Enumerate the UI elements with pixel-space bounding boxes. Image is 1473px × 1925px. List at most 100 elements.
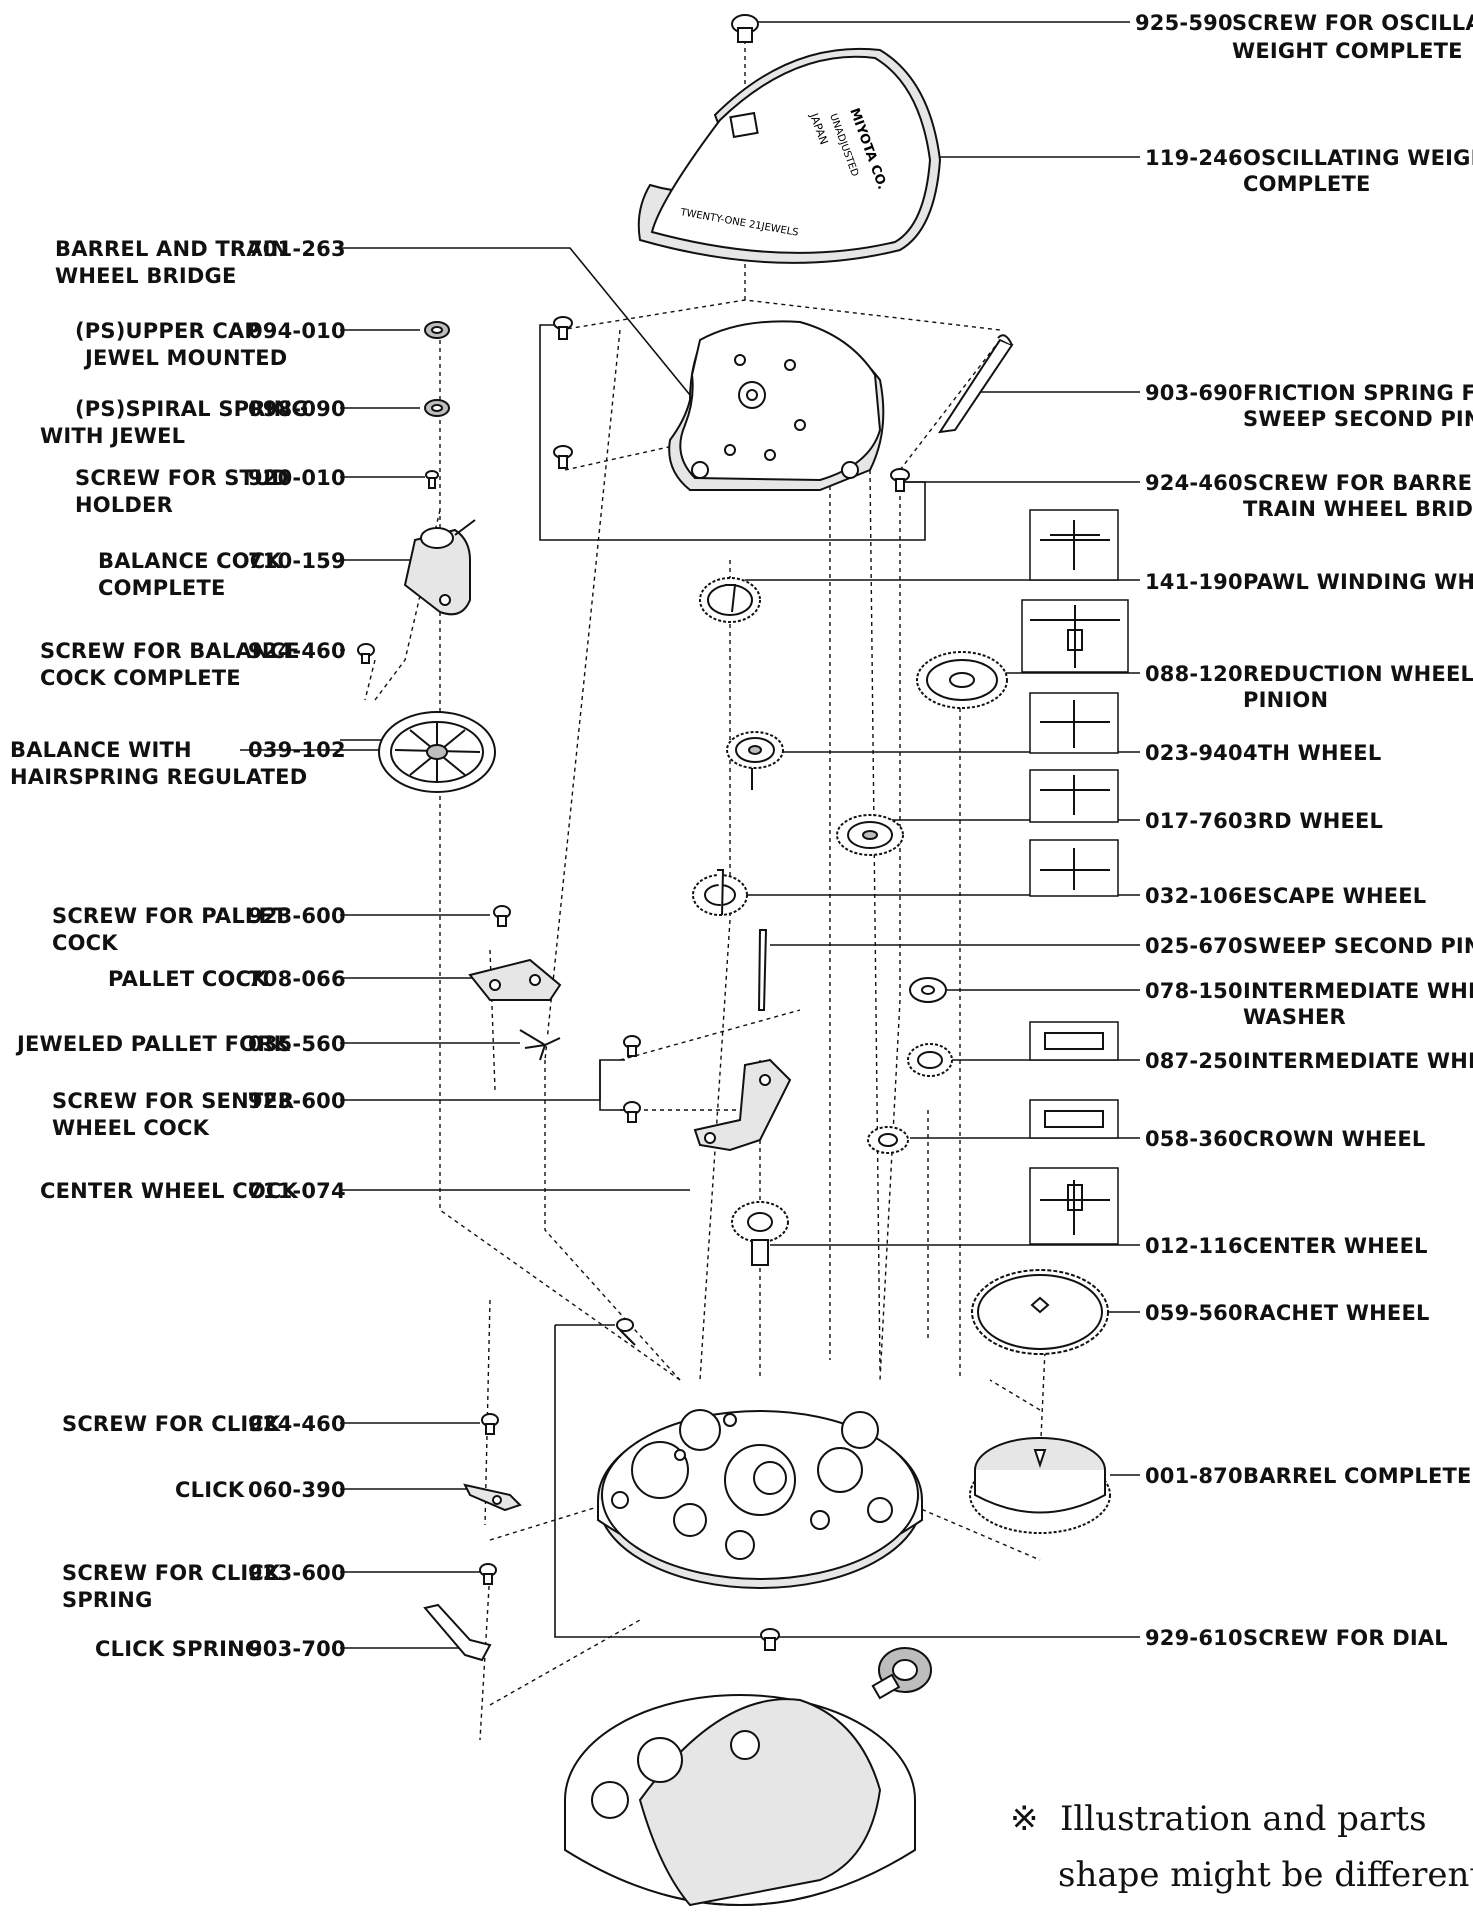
label-text-023-940: 4TH WHEEL <box>1243 741 1381 765</box>
main-plate <box>597 1409 923 1589</box>
label-code-924-460-bridge: 924-460 <box>1145 471 1243 495</box>
label-code-119-246: 119-246 <box>1145 146 1243 170</box>
label-text-711-074: CENTER WHEEL COCK <box>40 1179 298 1203</box>
label-code-012-116: 012-116 <box>1145 1234 1243 1258</box>
note-line-1: Illustration and parts <box>1060 1799 1427 1839</box>
label-text-923-600-center: SCREW FOR SENTER <box>52 1089 294 1113</box>
label-text-701-263: BARREL AND TRAIN <box>55 237 289 261</box>
label-text-025-670: SWEEP SECOND PINION <box>1243 934 1473 958</box>
label-code-929-610: 929-610 <box>1145 1626 1243 1650</box>
label-code-924-460-click: 924-460 <box>248 1412 346 1436</box>
label-code-088-120: 088-120 <box>1145 662 1243 686</box>
label-text2-094-010: JEWEL MOUNTED <box>83 346 287 370</box>
label-code-701-263: 701-263 <box>248 237 346 261</box>
label-text-924-460-balance: SCREW FOR BALANCE <box>40 639 300 663</box>
label-text-923-600-pallet: SCREW FOR PALLET <box>52 904 288 928</box>
label-text-035-560: JEWELED PALLET FORK <box>15 1032 291 1056</box>
label-code-087-250: 087-250 <box>1145 1049 1243 1073</box>
label-text2-701-263: WHEEL BRIDGE <box>55 264 237 288</box>
label-text-708-066: PALLET COCK <box>108 967 268 991</box>
label-code-025-670: 025-670 <box>1145 934 1243 958</box>
detail-boxes <box>1021 509 1129 1245</box>
label-text-078-150: INTERMEDIATE WHEEL <box>1243 979 1473 1003</box>
oscillating-weight-screw <box>731 14 759 43</box>
label-code-060-390: 060-390 <box>248 1478 346 1502</box>
label-text-903-700: CLICK SPRING <box>95 1637 262 1661</box>
left-labels: BARREL AND TRAIN 701-263 WHEEL BRIDGE (P… <box>10 237 346 1661</box>
label-code-923-600-pallet: 923-600 <box>248 904 346 928</box>
label-code-903-700: 903-700 <box>248 1637 346 1661</box>
label-code-923-600-spring: 923-600 <box>248 1561 346 1585</box>
label-code-035-560: 035-560 <box>248 1032 346 1056</box>
label-code-001-870: 001-870 <box>1145 1464 1243 1488</box>
label-text-032-106: ESCAPE WHEEL <box>1243 884 1426 908</box>
label-code-017-760: 017-760 <box>1145 809 1243 833</box>
label-text-087-250: INTERMEDIATE WHEEL <box>1243 1049 1473 1073</box>
label-text2-923-600-pallet: COCK <box>52 931 118 955</box>
note-mark: ※ <box>1010 1799 1039 1839</box>
label-text2-078-150: WASHER <box>1243 1005 1346 1029</box>
label-code-058-360: 058-360 <box>1145 1127 1243 1151</box>
label-text-039-102: BALANCE WITH <box>10 738 192 762</box>
label-text-710-159: BALANCE COCK <box>98 549 282 573</box>
label-text2-088-120: PINION <box>1243 688 1328 712</box>
label-text2-903-690: SWEEP SECOND PINION <box>1243 407 1473 431</box>
label-text-059-560: RACHET WHEEL <box>1243 1301 1430 1325</box>
label-code-078-150: 078-150 <box>1145 979 1243 1003</box>
label-text-923-600-spring: SCREW FOR CLICK <box>62 1561 281 1585</box>
pallet-parts <box>468 905 792 1152</box>
label-code-924-460-balance: 924-460 <box>248 639 346 663</box>
label-code-923-600-center: 923-600 <box>248 1089 346 1113</box>
label-code-711-074: 711-074 <box>248 1179 346 1203</box>
label-code-059-560: 059-560 <box>1145 1301 1243 1325</box>
label-text2-920-010: HOLDER <box>75 493 173 517</box>
barrel-train-wheel-bridge <box>668 320 885 491</box>
click-parts <box>423 1318 780 1662</box>
label-text2-923-600-center: WHEEL COCK <box>52 1116 210 1140</box>
balance-parts <box>357 321 496 793</box>
label-text-098-090: (PS)SPIRAL SPRING <box>75 397 309 421</box>
label-code-098-090: 098-090 <box>248 397 346 421</box>
label-code-023-940: 023-940 <box>1145 741 1243 765</box>
label-code-925-590: 925-590 <box>1135 11 1233 35</box>
label-text-920-010: SCREW FOR STUD <box>75 466 289 490</box>
label-text-924-460-bridge: SCREW FOR BARREL AND <box>1243 471 1473 495</box>
label-code-141-190: 141-190 <box>1145 570 1243 594</box>
leader-lines <box>240 21 1140 1649</box>
label-text2-710-159: COMPLETE <box>98 576 226 600</box>
label-text2-923-600-spring: SPRING <box>62 1588 153 1612</box>
train-wheels <box>692 577 1111 1534</box>
note-line-2: shape might be different <box>1058 1855 1473 1895</box>
label-text-924-460-click: SCREW FOR CLICK <box>62 1412 281 1436</box>
oscillating-weight: MIYOTA CO. UNADJUSTED JAPAN TWENTY-ONE 2… <box>637 47 942 264</box>
right-labels: 925-590 SCREW FOR OSCILLATING WEIGHT COM… <box>1135 11 1473 1650</box>
label-text-001-870: BARREL COMPLETE <box>1243 1464 1472 1488</box>
label-text-060-390: CLICK <box>175 1478 245 1502</box>
label-code-094-010: 094-010 <box>248 319 346 343</box>
label-text-094-010: (PS)UPPER CAP <box>75 319 260 343</box>
label-code-903-690: 903-690 <box>1145 381 1243 405</box>
label-text-012-116: CENTER WHEEL <box>1243 1234 1428 1258</box>
disclaimer-note: ※ Illustration and parts shape might be … <box>1010 1799 1473 1895</box>
label-code-708-066: 708-066 <box>248 967 346 991</box>
label-text-141-190: PAWL WINDING WHEEL <box>1243 570 1473 594</box>
label-text-929-610: SCREW FOR DIAL <box>1243 1626 1448 1650</box>
label-text2-039-102: HAIRSPRING REGULATED <box>10 765 307 789</box>
label-text-119-246: OSCILLATING WEIGHT <box>1243 146 1473 170</box>
label-text-903-690: FRICTION SPRING FOR <box>1243 381 1473 405</box>
label-text2-924-460-bridge: TRAIN WHEEL BRIDGE <box>1243 497 1473 521</box>
label-text-017-760: 3RD WHEEL <box>1243 809 1383 833</box>
label-text2-924-460-balance: COCK COMPLETE <box>40 666 241 690</box>
label-text2-119-246: COMPLETE <box>1243 172 1371 196</box>
label-text2-925-590: WEIGHT COMPLETE <box>1232 39 1463 63</box>
label-code-039-102: 039-102 <box>248 738 346 762</box>
label-text-088-120: REDUCTION WHEEL AND <box>1243 662 1473 686</box>
label-text2-098-090: WITH JEWEL <box>40 424 185 448</box>
bridge-screws <box>553 316 910 492</box>
label-code-032-106: 032-106 <box>1145 884 1243 908</box>
label-text-058-360: CROWN WHEEL <box>1243 1127 1426 1151</box>
label-code-920-010: 920-010 <box>248 466 346 490</box>
assembled-movement <box>564 1647 932 1907</box>
friction-spring <box>937 334 1014 434</box>
